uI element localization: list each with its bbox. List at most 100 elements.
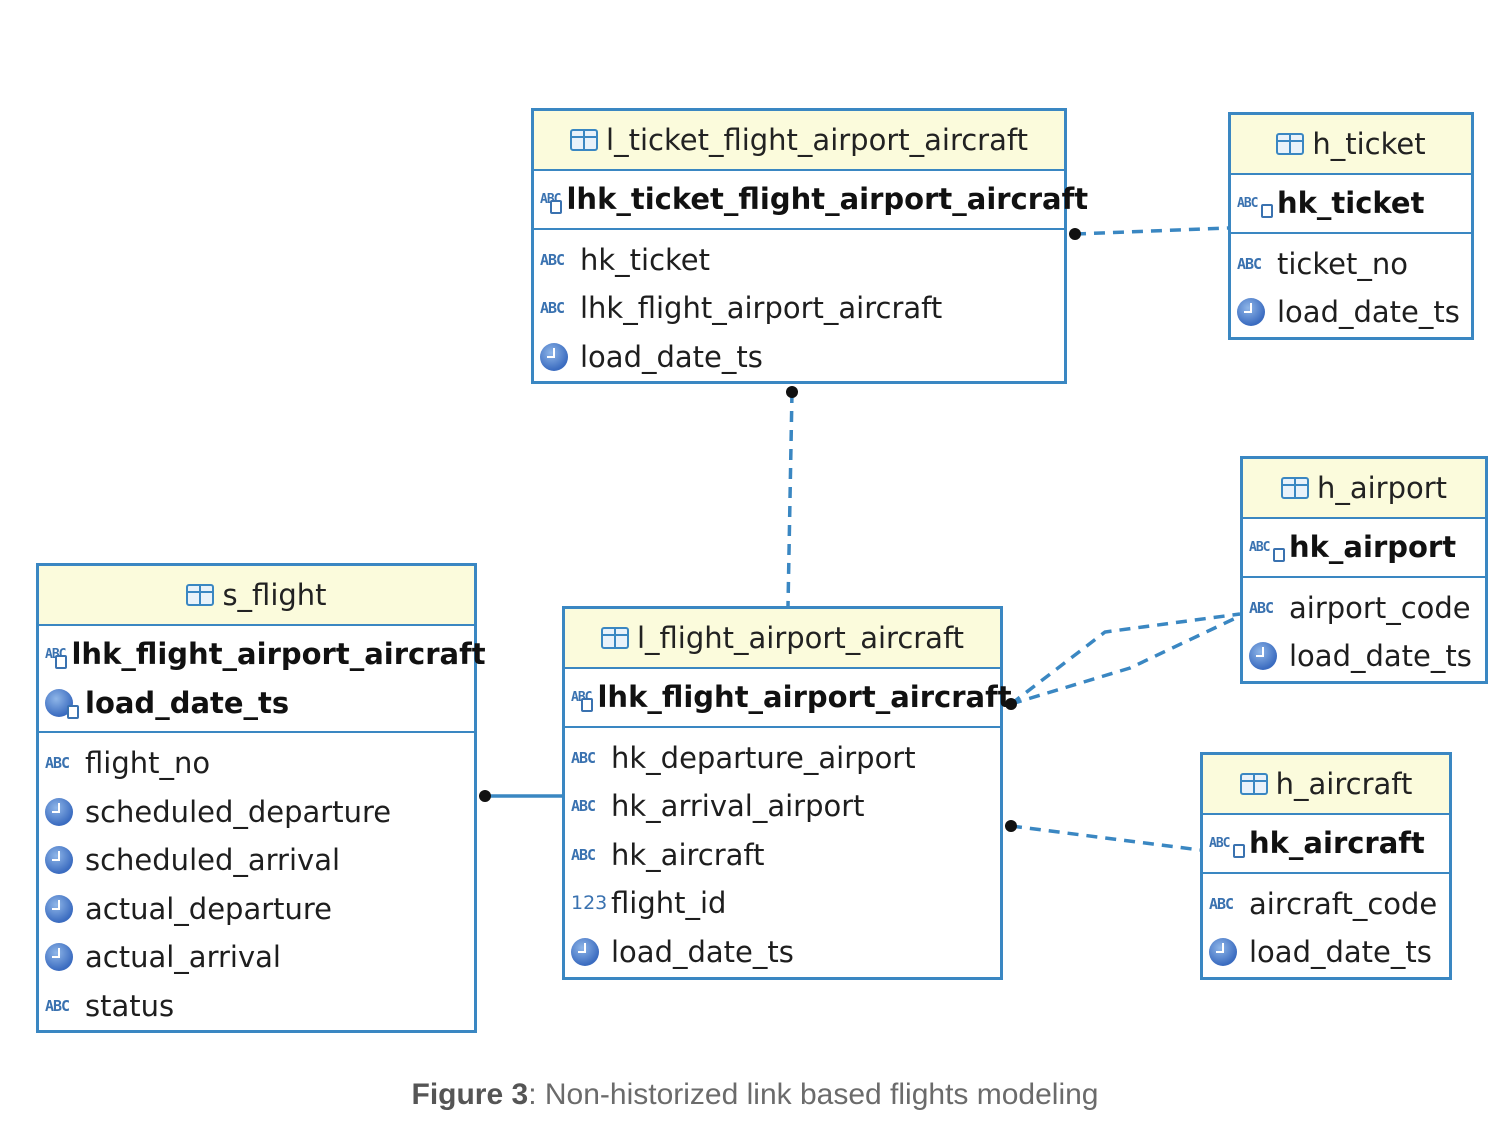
entity-header[interactable]: l_flight_airport_aircraft: [565, 609, 1000, 669]
column-name: hk_airport: [1289, 530, 1457, 565]
entity-s-flight[interactable]: s_flightABClhk_flight_airport_aircraftlo…: [36, 563, 486, 1033]
column-name: hk_aircraft: [611, 837, 765, 872]
number-type-icon: 123: [571, 892, 608, 915]
timestamp-icon: [45, 797, 73, 826]
connector-end-dot: [786, 386, 798, 398]
column-row[interactable]: load_date_ts: [39, 679, 474, 728]
timestamp-icon: [45, 894, 73, 923]
connector-lflight-hairport-departure: [1009, 612, 1241, 706]
column-row[interactable]: actual_arrival: [39, 933, 474, 982]
column-row[interactable]: scheduled_arrival: [39, 836, 474, 885]
column-row[interactable]: ABC flight_no: [39, 739, 474, 788]
entity-l-flight-airport-aircraft[interactable]: l_flight_airport_aircraftABClhk_flight_a…: [562, 606, 1012, 981]
connector-end-dot: [1005, 698, 1017, 710]
column-name: actual_arrival: [85, 940, 281, 975]
column-name: actual_departure: [85, 891, 333, 926]
text-type-icon: ABC: [571, 845, 596, 864]
column-row[interactable]: load_date_ts: [565, 928, 1000, 977]
column-name: lhk_flight_airport_aircraft: [71, 637, 486, 672]
column-row[interactable]: scheduled_departure: [39, 788, 474, 837]
table-icon: [1276, 133, 1305, 155]
entity-title: h_ticket: [1312, 127, 1426, 161]
column-name: lhk_flight_airport_aircraft: [580, 291, 943, 326]
column-name: flight_no: [85, 746, 211, 781]
column-name: hk_aircraft: [1249, 826, 1425, 861]
timestamp-icon: [1249, 642, 1277, 671]
column-name: scheduled_arrival: [85, 843, 341, 878]
table-icon: [1239, 773, 1268, 795]
caption-label: Figure 3: [411, 1078, 529, 1111]
connector-end-dot: [1069, 228, 1081, 240]
entity-title: h_aircraft: [1275, 767, 1413, 801]
column-name: status: [85, 988, 175, 1023]
column-name: hk_ticket: [580, 242, 711, 277]
entity-header[interactable]: l_ticket_flight_airport_aircraft: [534, 111, 1064, 171]
table-icon: [186, 584, 215, 606]
timestamp-icon: [45, 943, 73, 972]
column-name: load_date_ts: [1249, 935, 1432, 970]
column-row[interactable]: load_date_ts: [1231, 288, 1471, 337]
entity-title: l_ticket_flight_airport_aircraft: [606, 123, 1028, 157]
timestamp-icon: [45, 846, 73, 875]
entity-title: l_flight_airport_aircraft: [636, 621, 965, 655]
column-row[interactable]: load_date_ts: [534, 333, 1064, 382]
text-type-icon: ABC: [1237, 254, 1262, 273]
text-type-icon: ABC: [540, 250, 565, 269]
column-row[interactable]: ABC hk_aircraft: [565, 831, 1000, 880]
table-icon: [1280, 477, 1309, 499]
entity-title: h_airport: [1316, 471, 1448, 505]
key-text-icon: ABC: [45, 647, 68, 669]
entity-header[interactable]: h_airport: [1243, 459, 1485, 519]
column-name: lhk_ticket_flight_airport_aircraft: [566, 182, 1089, 217]
column-row[interactable]: load_date_ts: [1203, 928, 1449, 977]
entity-title: s_flight: [222, 578, 327, 612]
timestamp-icon: [571, 937, 599, 966]
connector-lticket-hticket: [1074, 226, 1229, 236]
caption-text: : Non-historized link based flights mode…: [528, 1078, 1099, 1111]
entity-header[interactable]: s_flight: [39, 566, 474, 626]
text-type-icon: ABC: [45, 754, 70, 773]
figure-caption: Figure 3: Non-historized link based flig…: [0, 1078, 1510, 1112]
entity-header[interactable]: h_ticket: [1231, 115, 1471, 175]
column-row[interactable]: ABC airport_code: [1243, 584, 1485, 633]
column-name: load_date_ts: [611, 934, 794, 969]
text-type-icon: ABC: [1209, 894, 1234, 913]
key-columns: ABClhk_flight_airport_aircraftload_date_…: [39, 626, 486, 733]
entity-header[interactable]: h_aircraft: [1203, 755, 1449, 815]
connector-end-dot: [479, 790, 491, 802]
column-row[interactable]: actual_departure: [39, 885, 474, 934]
connector-lticket-lflight: [786, 391, 794, 607]
column-name: load_date_ts: [580, 339, 763, 374]
column-row[interactable]: ABC status: [39, 982, 474, 1031]
connector-lflight-haircraft: [1010, 824, 1201, 852]
key-text-icon: ABC: [571, 690, 594, 712]
text-type-icon: ABC: [45, 996, 70, 1015]
column-name: lhk_flight_airport_aircraft: [597, 680, 1012, 715]
attribute-columns: ABC airport_code load_date_ts: [1243, 578, 1485, 685]
text-type-icon: ABC: [1249, 598, 1274, 617]
column-name: airport_code: [1289, 590, 1471, 625]
column-row[interactable]: ABC hk_ticket: [534, 236, 1064, 285]
entity-l-ticket-flight-airport-aircraft[interactable]: l_ticket_flight_airport_aircraftABClhk_t…: [531, 108, 1088, 384]
column-row[interactable]: load_date_ts: [1243, 632, 1485, 681]
